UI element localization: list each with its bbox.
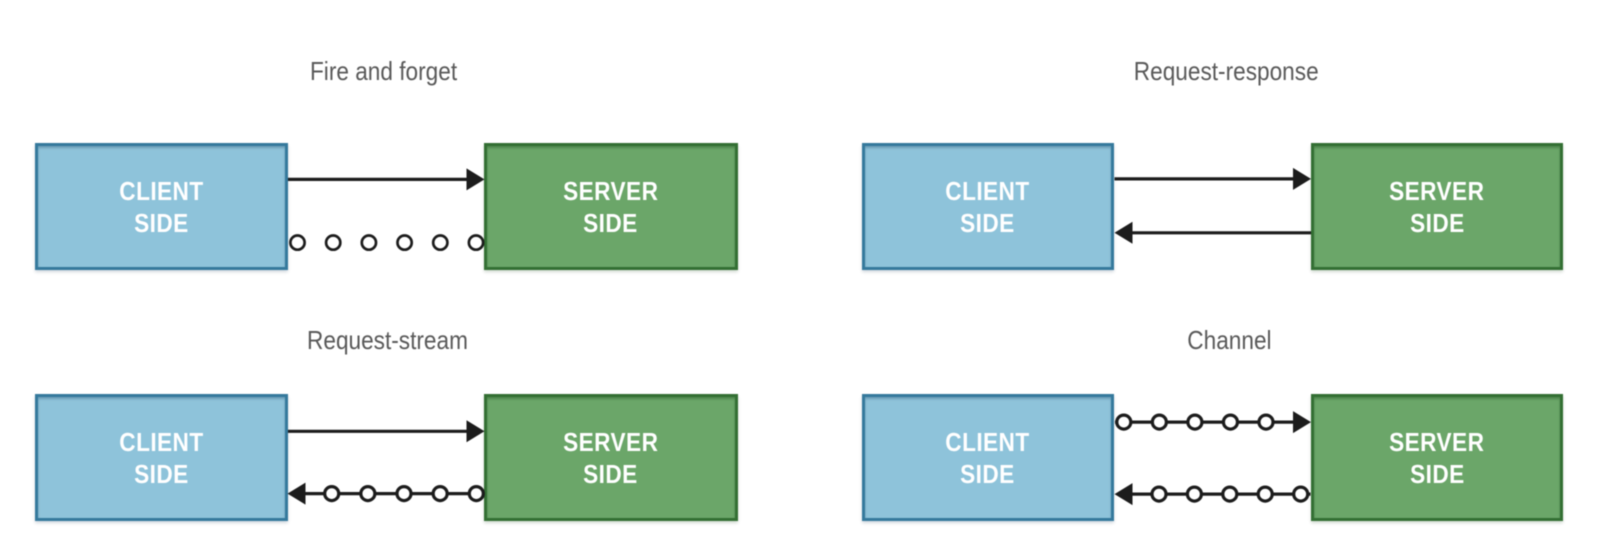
payload-circle-icon bbox=[1115, 413, 1133, 431]
client-label-line2: SIDE bbox=[133, 458, 189, 489]
fire-and-forget-payload-dots bbox=[289, 234, 485, 252]
arrow-head-left-icon bbox=[1114, 483, 1133, 506]
client-box-channel: CLIENT SIDE bbox=[861, 394, 1114, 521]
payload-circle-icon bbox=[396, 234, 414, 252]
client-label-line1: CLIENT bbox=[118, 175, 204, 206]
panel-title-fire-and-forget: Fire and forget bbox=[134, 56, 634, 86]
server-label-line2: SIDE bbox=[1409, 458, 1465, 489]
client-box-fire-and-forget: CLIENT SIDE bbox=[34, 143, 288, 270]
client-label-line2: SIDE bbox=[133, 207, 189, 238]
server-box-channel: SERVER SIDE bbox=[1311, 394, 1563, 521]
client-box-request-stream: CLIENT SIDE bbox=[34, 394, 288, 521]
payload-circle-icon bbox=[395, 485, 413, 503]
server-box-fire-and-forget: SERVER SIDE bbox=[484, 143, 738, 270]
server-label-line1: SERVER bbox=[1389, 175, 1485, 206]
server-box-request-stream: SERVER SIDE bbox=[484, 394, 738, 521]
server-label-line2: SIDE bbox=[583, 207, 639, 238]
server-label-line1: SERVER bbox=[1389, 426, 1485, 457]
arrow-head-left-icon bbox=[287, 482, 306, 505]
payload-circle-icon bbox=[1292, 485, 1310, 503]
payload-circle-icon bbox=[1257, 413, 1275, 431]
channel-request-stream bbox=[1115, 411, 1311, 434]
client-label-line1: CLIENT bbox=[945, 175, 1030, 206]
arrow-head-right-icon bbox=[1293, 411, 1311, 434]
server-label-line2: SIDE bbox=[1409, 207, 1465, 238]
fire-and-forget-request-arrow bbox=[288, 168, 485, 191]
panel-title-request-response: Request-response bbox=[976, 56, 1476, 86]
client-label-line2: SIDE bbox=[960, 207, 1016, 238]
payload-circle-icon bbox=[467, 234, 485, 252]
payload-circle-icon bbox=[324, 234, 342, 252]
panel-title-channel: Channel bbox=[979, 325, 1479, 355]
payload-circle-icon bbox=[1150, 413, 1168, 431]
request-response-request-arrow bbox=[1114, 167, 1311, 190]
request-response-response-arrow bbox=[1114, 221, 1311, 244]
arrow-head-right-icon bbox=[466, 168, 485, 191]
payload-circle-icon bbox=[1221, 413, 1240, 431]
arrow-head-left-icon bbox=[1114, 221, 1133, 244]
payload-circle-icon bbox=[431, 485, 449, 503]
panel-title-text: Request-stream bbox=[306, 325, 468, 355]
server-label-line1: SERVER bbox=[563, 426, 659, 457]
panel-title-text: Fire and forget bbox=[310, 56, 458, 86]
server-label-line2: SIDE bbox=[583, 458, 639, 489]
panel-title-request-stream: Request-stream bbox=[137, 325, 637, 355]
arrow-head-right-icon bbox=[466, 420, 485, 443]
client-label-line1: CLIENT bbox=[945, 426, 1030, 457]
panel-title-text: Request-response bbox=[1133, 56, 1319, 86]
panel-title-text: Channel bbox=[1186, 325, 1272, 355]
payload-circle-icon bbox=[431, 234, 449, 252]
payload-circle-icon bbox=[1185, 485, 1204, 503]
payload-circle-icon bbox=[1186, 413, 1204, 431]
request-stream-response-stream bbox=[287, 482, 485, 505]
payload-circle-icon bbox=[1150, 485, 1168, 503]
payload-circle-icon bbox=[359, 485, 377, 503]
payload-circle-icon bbox=[467, 485, 485, 503]
payload-circle-icon bbox=[1256, 485, 1274, 503]
request-stream-request-arrow bbox=[288, 420, 485, 443]
client-box-request-response: CLIENT SIDE bbox=[861, 143, 1114, 270]
server-label-line1: SERVER bbox=[563, 175, 659, 206]
payload-circle-icon bbox=[289, 234, 306, 252]
channel-response-stream bbox=[1114, 483, 1311, 506]
arrow-head-right-icon bbox=[1293, 167, 1311, 190]
payload-circle-icon bbox=[360, 234, 378, 252]
payload-circle-icon bbox=[323, 485, 341, 503]
client-label-line2: SIDE bbox=[960, 458, 1016, 489]
payload-circle-icon bbox=[1221, 485, 1239, 503]
server-box-request-response: SERVER SIDE bbox=[1311, 143, 1563, 270]
client-label-line1: CLIENT bbox=[118, 426, 204, 457]
